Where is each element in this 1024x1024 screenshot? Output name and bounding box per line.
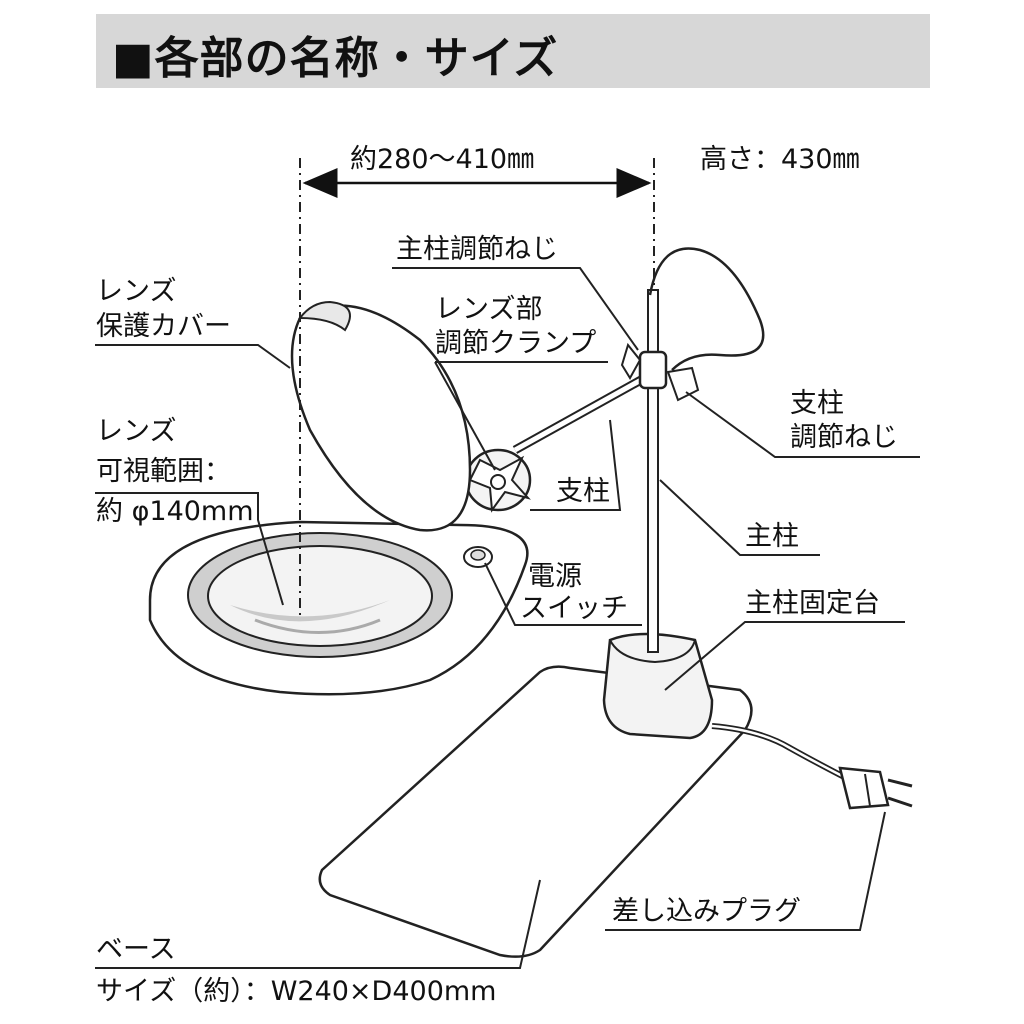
label-lens-2: 可視範囲： <box>96 456 231 487</box>
page-title: ■各部の名称・サイズ <box>112 33 559 84</box>
label-lens-1: レンズ <box>96 416 176 447</box>
label-lens-cover-1: レンズ <box>96 276 176 307</box>
dimension-width: 約280〜410㎜ <box>350 144 534 175</box>
label-support-pole: 支柱 <box>556 476 610 507</box>
lens-clamp <box>464 448 532 513</box>
label-base-2: サイズ（約）：W240×D400mm <box>96 976 496 1007</box>
plug <box>838 766 913 810</box>
label-main-pole-knob: 主柱調節ねじ <box>396 234 558 265</box>
label-lens-clamp-2: 調節クランプ <box>435 328 596 359</box>
label-power-switch-1: 電源 <box>528 561 582 592</box>
pole-clamp <box>620 342 700 402</box>
main-pole <box>647 289 659 653</box>
label-lens-3: 約 φ140mm <box>96 496 254 527</box>
lens-cover <box>290 300 472 532</box>
power-cord-upper <box>648 247 765 371</box>
label-lens-cover-2: 保護カバー <box>96 311 231 342</box>
dimension-height: 高さ：430㎜ <box>700 144 860 175</box>
label-power-switch-2: スイッチ <box>520 593 628 624</box>
lens-housing <box>148 520 529 696</box>
label-plug: 差し込みプラグ <box>612 896 801 927</box>
label-base-1: ベース <box>96 934 176 965</box>
power-switch <box>463 546 493 568</box>
label-support-knob-2: 調節ねじ <box>790 422 898 453</box>
label-support-knob-1: 支柱 <box>790 388 844 419</box>
label-pole-base: 主柱固定台 <box>745 588 880 619</box>
pole-base-block <box>602 632 714 740</box>
base-plate <box>318 665 753 958</box>
title-band <box>96 14 930 88</box>
label-main-pole: 主柱 <box>745 521 799 552</box>
label-lens-clamp-1: レンズ部 <box>435 294 542 325</box>
leader-lines <box>95 267 920 969</box>
